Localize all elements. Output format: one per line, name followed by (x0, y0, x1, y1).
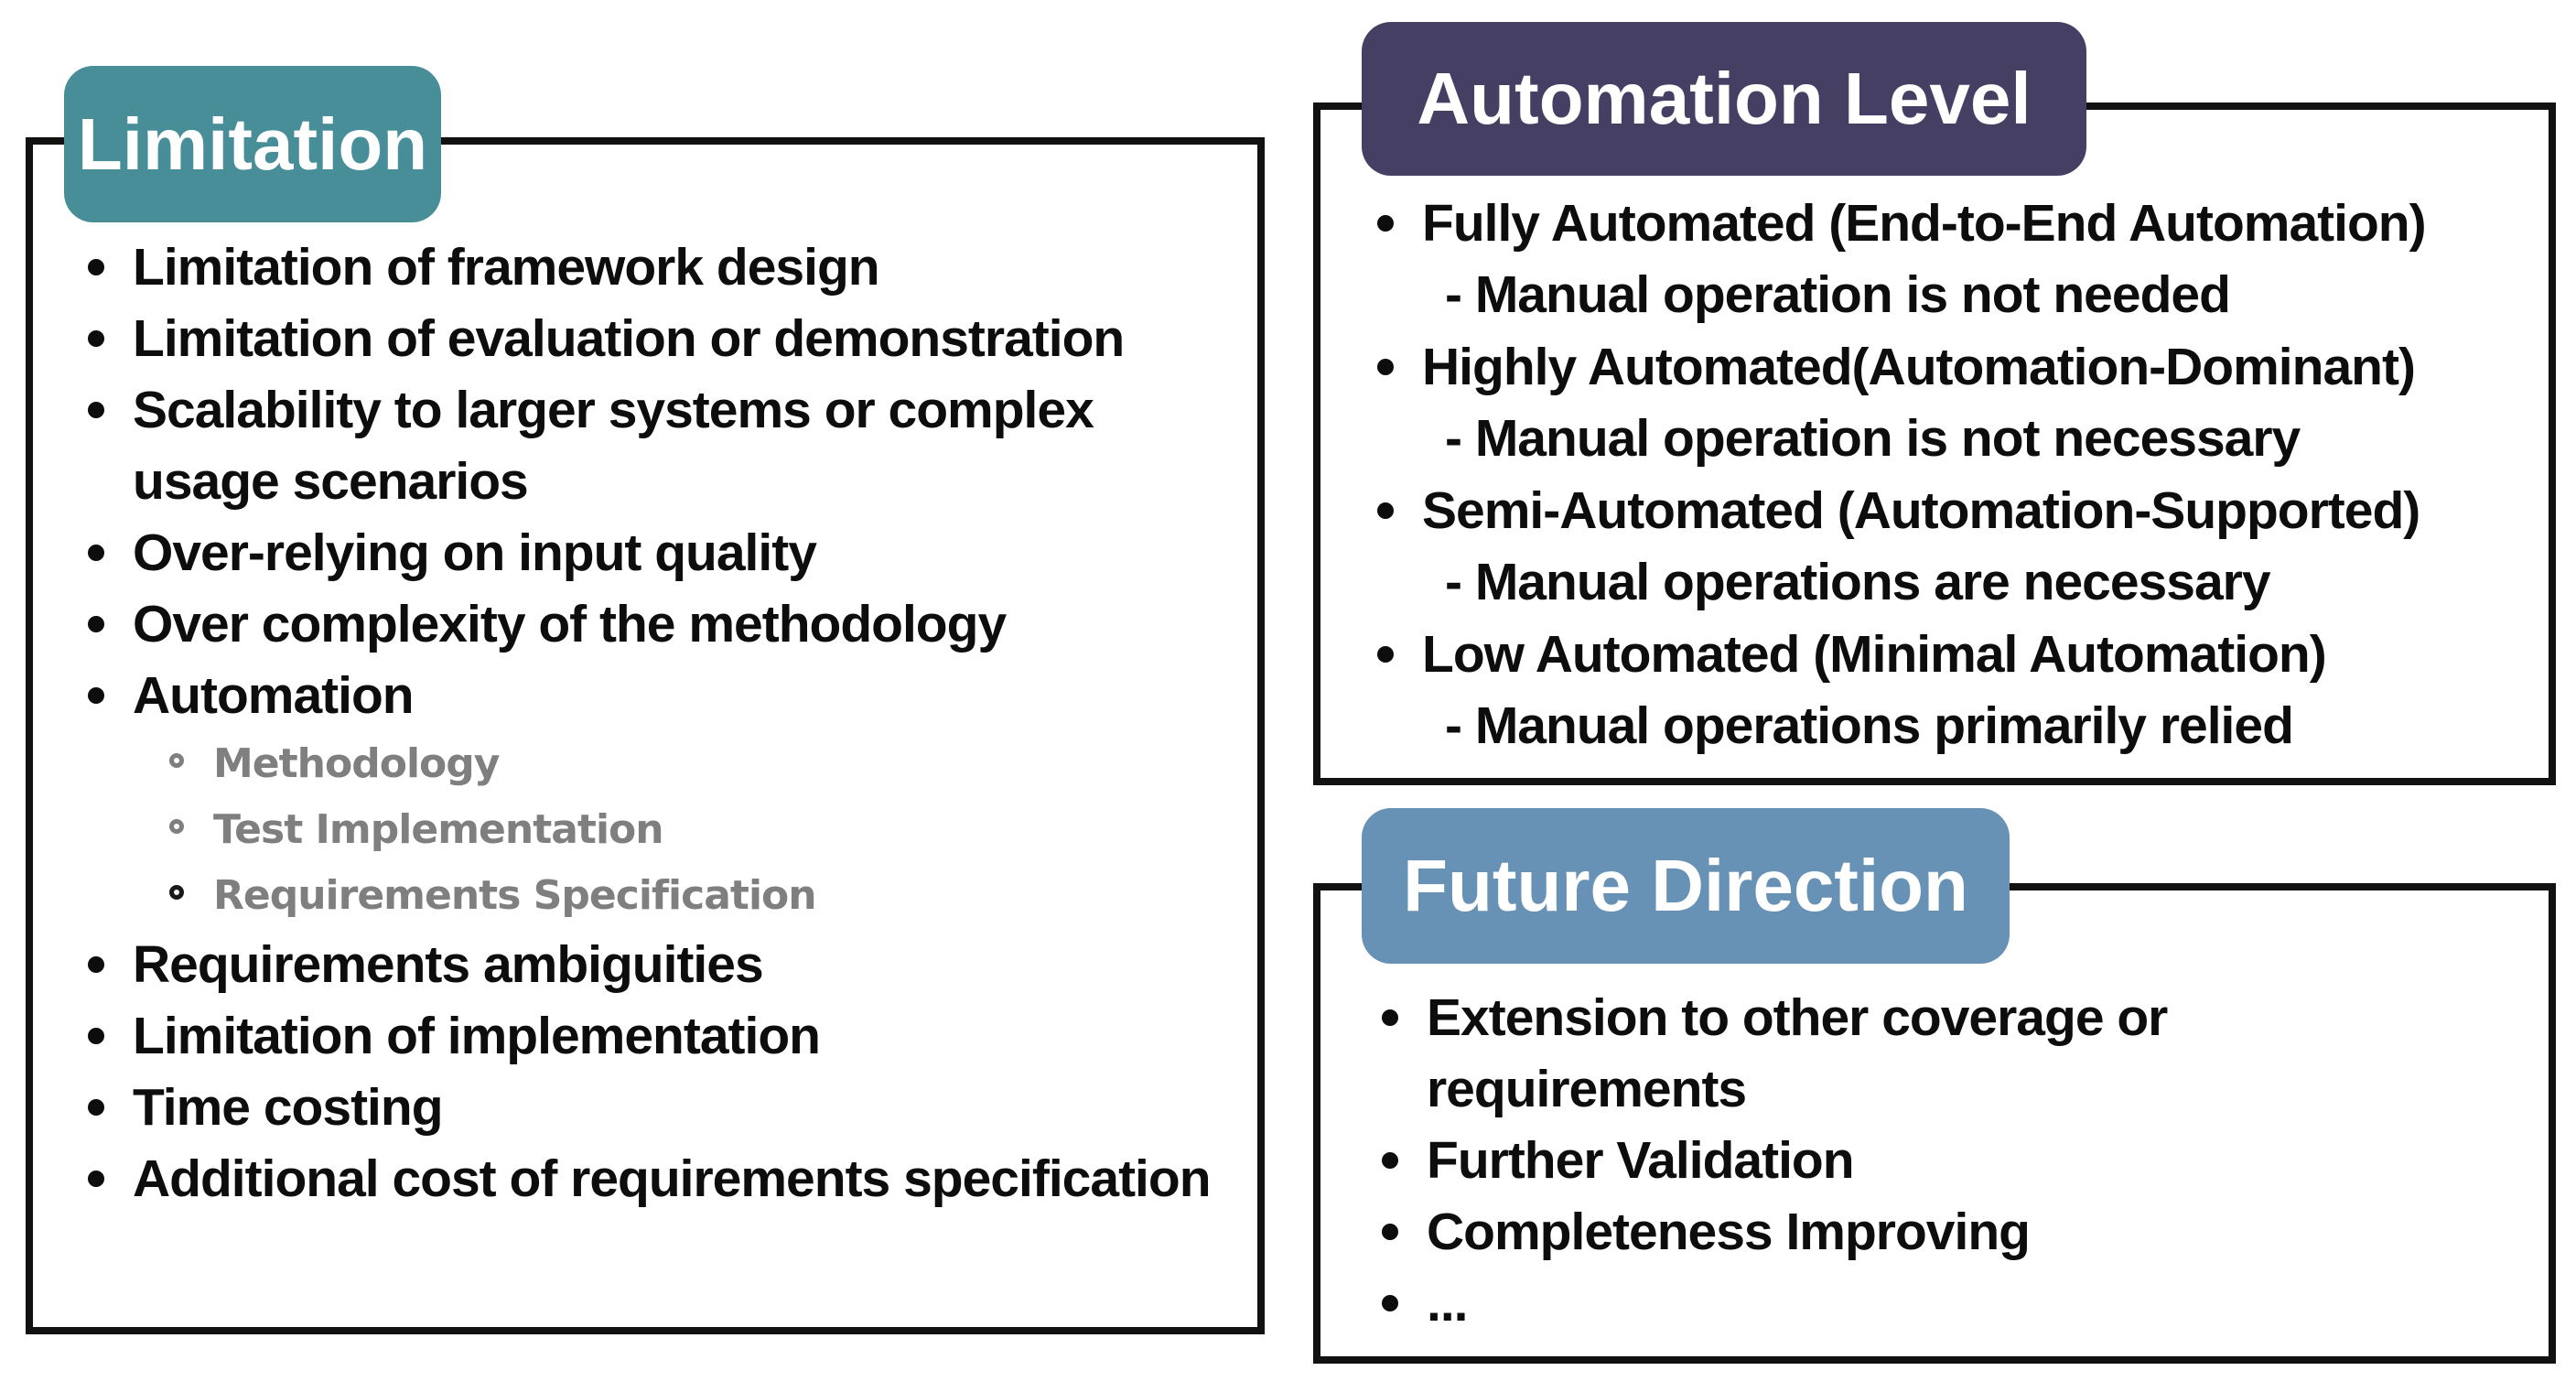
bullet-dot-icon (1377, 215, 1394, 232)
limitation-title: Limitation (77, 103, 428, 185)
list-item: Extension to other coverage or requireme… (1382, 982, 2525, 1125)
circle-bullet-icon (169, 753, 184, 768)
bullet-dot-icon (1377, 359, 1394, 375)
list-item-label: ... (1427, 1274, 1469, 1333)
automation-entry-label: Low Automated (Minimal Automation) (1422, 625, 2327, 684)
bullet-dot-icon (88, 1028, 104, 1044)
bullet-dot-icon (88, 402, 104, 418)
automation-level-box: Fully Automated (End-to-End Automation) … (1313, 103, 2556, 785)
list-item-label: Requirements ambiguities (133, 935, 764, 994)
limitation-box: Limitation of framework design Limitatio… (26, 137, 1265, 1334)
list-item: Automation (88, 660, 1230, 731)
list-item-label: Automation (133, 666, 415, 725)
list-item-label: Additional cost of requirements specific… (133, 1149, 1212, 1208)
list-item-label: Limitation of framework design (133, 238, 880, 297)
list-item-label: Time costing (133, 1078, 444, 1137)
sub-list-item: Test Implementation (169, 797, 1230, 863)
list-item: Limitation of framework design (88, 232, 1230, 303)
list-item-label: Scalability to larger systems or complex… (133, 381, 1094, 511)
bullet-dot-icon (88, 330, 104, 347)
automation-entry: Low Automated (Minimal Automation) - Man… (1377, 619, 2525, 762)
bullet-dot-icon (88, 1099, 104, 1116)
circle-bullet-icon (169, 885, 184, 900)
list-item: Low Automated (Minimal Automation) (1377, 619, 2525, 690)
bullet-dot-icon (88, 545, 104, 561)
bullet-dot-icon (88, 259, 104, 275)
future-direction-list: Extension to other coverage or requireme… (1320, 890, 2549, 1339)
automation-level-title: Automation Level (1417, 58, 2032, 139)
list-item: ... (1382, 1268, 2525, 1339)
list-item: Scalability to larger systems or complex… (88, 374, 1230, 517)
sub-list-item-label: Requirements Specification (213, 872, 817, 919)
limitation-header: Limitation (64, 66, 441, 222)
automation-entry-note: - Manual operations are necessary (1445, 553, 2271, 611)
list-item-label: Further Validation (1427, 1131, 1855, 1190)
automation-entry-label: Fully Automated (End-to-End Automation) (1422, 194, 2427, 253)
automation-entry-label: Highly Automated(Automation-Dominant) (1422, 338, 2416, 396)
sub-list-item: Requirements Specification (169, 863, 1230, 929)
list-item: Over complexity of the methodology (88, 588, 1230, 660)
list-item: Limitation of evaluation or demonstratio… (88, 303, 1230, 374)
list-item-label: Extension to other coverage or requireme… (1427, 988, 2168, 1118)
automation-entry-note: - Manual operation is not necessary (1445, 409, 2301, 468)
automation-entry-note: - Manual operation is not needed (1445, 265, 2231, 324)
bullet-dot-icon (88, 616, 104, 632)
list-item: Limitation of implementation (88, 1000, 1230, 1072)
bullet-dot-icon (1377, 646, 1394, 663)
list-item: Further Validation (1382, 1125, 2525, 1196)
bullet-dot-icon (88, 687, 104, 704)
sub-list-item-label: Test Implementation (213, 806, 664, 853)
list-item-label: Over complexity of the methodology (133, 595, 1007, 653)
circle-bullet-icon (169, 819, 184, 834)
list-item-label: Over-relying on input quality (133, 523, 817, 582)
list-item: Highly Automated(Automation-Dominant) (1377, 331, 2525, 403)
bullet-dot-icon (1382, 1152, 1398, 1169)
list-item: Additional cost of requirements specific… (88, 1143, 1230, 1214)
automation-entry: Fully Automated (End-to-End Automation) … (1377, 188, 2525, 331)
list-item-label: Completeness Improving (1427, 1203, 2031, 1261)
list-item-label: Limitation of evaluation or demonstratio… (133, 309, 1125, 368)
automation-level-list: Fully Automated (End-to-End Automation) … (1320, 110, 2549, 762)
list-item: Semi-Automated (Automation-Supported) (1377, 475, 2525, 546)
bullet-dot-icon (88, 1171, 104, 1187)
future-direction-header: Future Direction (1362, 808, 2010, 964)
list-item-label: Limitation of implementation (133, 1007, 821, 1065)
list-item: Completeness Improving (1382, 1196, 2525, 1268)
list-item: Over-relying on input quality (88, 517, 1230, 588)
limitation-list: Limitation of framework design Limitatio… (33, 145, 1257, 1214)
automation-entry: Highly Automated(Automation-Dominant) - … (1377, 331, 2525, 475)
automation-entry-label: Semi-Automated (Automation-Supported) (1422, 481, 2420, 540)
automation-level-header: Automation Level (1362, 22, 2086, 176)
list-item: Fully Automated (End-to-End Automation) (1377, 188, 2525, 259)
list-item: Requirements ambiguities (88, 929, 1230, 1000)
bullet-dot-icon (1382, 1224, 1398, 1240)
automation-entry: Semi-Automated (Automation-Supported) - … (1377, 475, 2525, 619)
bullet-dot-icon (88, 956, 104, 973)
bullet-dot-icon (1382, 1009, 1398, 1026)
list-item: Time costing (88, 1072, 1230, 1143)
bullet-dot-icon (1382, 1295, 1398, 1311)
sub-list-item: Methodology (169, 731, 1230, 797)
bullet-dot-icon (1377, 502, 1394, 519)
sub-list-item-label: Methodology (213, 740, 500, 787)
future-direction-title: Future Direction (1403, 845, 1968, 926)
automation-entry-note: - Manual operations primarily relied (1445, 696, 2294, 755)
